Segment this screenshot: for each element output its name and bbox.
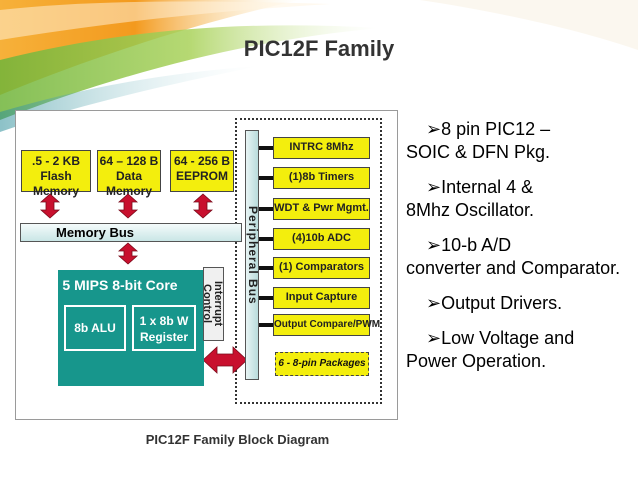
peripheral-comparators: (1) Comparators [273, 257, 370, 279]
bullet-item: ➢Internal 4 & 8Mhz Oscillator. [406, 176, 634, 222]
pbus-tick-1 [258, 146, 273, 150]
diagram-caption: PIC12F Family Block Diagram [145, 432, 330, 447]
bullet-text-first: Output Drivers. [441, 293, 563, 313]
pbus-tick-4 [258, 237, 273, 241]
peripheral-output-compare: Output Compare/PWM [273, 314, 380, 336]
bullet-text-rest: SOIC & DFN Pkg. [406, 142, 551, 162]
eeprom-size: 64 - 256 B [173, 154, 231, 168]
peripheral-adc: (4)10b ADC [273, 228, 370, 250]
bullet-arrow-icon: ➢ [426, 177, 442, 197]
peripheral-wdt: WDT & Pwr Mgmt. [273, 198, 370, 220]
eeprom-block: 64 - 256 B EEPROM [170, 150, 234, 192]
core-bus-arrow [117, 242, 139, 265]
pbus-tick-2 [258, 176, 273, 180]
bullet-text-rest: Power Operation. [406, 351, 547, 371]
bullet-arrow-icon: ➢ [426, 328, 442, 348]
bullet-text-rest: 8Mhz Oscillator. [406, 200, 535, 220]
bullet-text-first: Low Voltage and [441, 328, 575, 348]
cpu-core-block [58, 270, 204, 386]
peripheral-bus: Peripheral Bus [245, 130, 260, 380]
bullet-arrow-icon: ➢ [426, 119, 442, 139]
peripheral-dotted-frame [235, 118, 382, 404]
bullet-arrow-icon: ➢ [426, 235, 442, 255]
interrupt-core-arrow [202, 346, 248, 374]
peripheral-intrc: INTRC 8Mhz [273, 137, 370, 159]
bullet-text-rest: converter and Comparator. [406, 258, 621, 278]
bullet-text-first: Internal 4 & [441, 177, 534, 197]
cpu-core-title: 5 MIPS 8-bit Core [62, 277, 178, 293]
pbus-tick-7 [258, 323, 273, 327]
bullet-arrow-icon: ➢ [426, 293, 442, 313]
interrupt-control-label: Interrupt Control [201, 281, 224, 327]
eeprom-bus-arrow [192, 193, 214, 219]
w-register-line1: 1 x 8b W [139, 314, 189, 328]
peripheral-timers: (1)8b Timers [273, 167, 370, 189]
bullet-item: ➢10-b A/D converter and Comparator. [406, 234, 634, 280]
flash-memory-label: Flash Memory [32, 169, 79, 198]
w-register-line2: Register [139, 330, 189, 344]
memory-bus [20, 223, 242, 242]
peripheral-bus-label: Peripheral Bus [246, 205, 260, 305]
w-register-block: 1 x 8b W Register [132, 305, 196, 351]
slide-title: PIC12F Family [243, 36, 395, 61]
data-memory-label: Data Memory [105, 169, 152, 198]
data-memory-size: 64 – 128 B [99, 154, 159, 168]
eeprom-label: EEPROM [175, 169, 228, 183]
alu-block: 8b ALU [64, 305, 126, 351]
data-memory-block: 64 – 128 B Data Memory [97, 150, 161, 198]
feature-bullet-list: ➢8 pin PIC12 –SOIC & DFN Pkg. ➢Internal … [406, 118, 634, 385]
memory-bus-label: Memory Bus [55, 225, 135, 240]
flash-memory-size: .5 - 2 KB [31, 154, 80, 168]
pbus-tick-3 [258, 207, 273, 211]
flash-memory-block: .5 - 2 KB Flash Memory [21, 150, 91, 198]
interrupt-control-block: Interrupt Control [201, 267, 224, 341]
bullet-item: ➢Output Drivers. [406, 292, 634, 315]
peripheral-input-capture: Input Capture [273, 287, 370, 309]
pbus-tick-5 [258, 266, 273, 270]
bullet-text-first: 8 pin PIC12 – [441, 119, 551, 139]
bullet-item: ➢8 pin PIC12 – SOIC & DFN Pkg. [406, 118, 634, 164]
pbus-tick-6 [258, 296, 273, 300]
flash-bus-arrow [39, 193, 61, 219]
packages-block: 6 - 8-pin Packages [275, 352, 369, 376]
bullet-text-first: 10-b A/D [441, 235, 512, 255]
data-memory-bus-arrow [117, 193, 139, 219]
